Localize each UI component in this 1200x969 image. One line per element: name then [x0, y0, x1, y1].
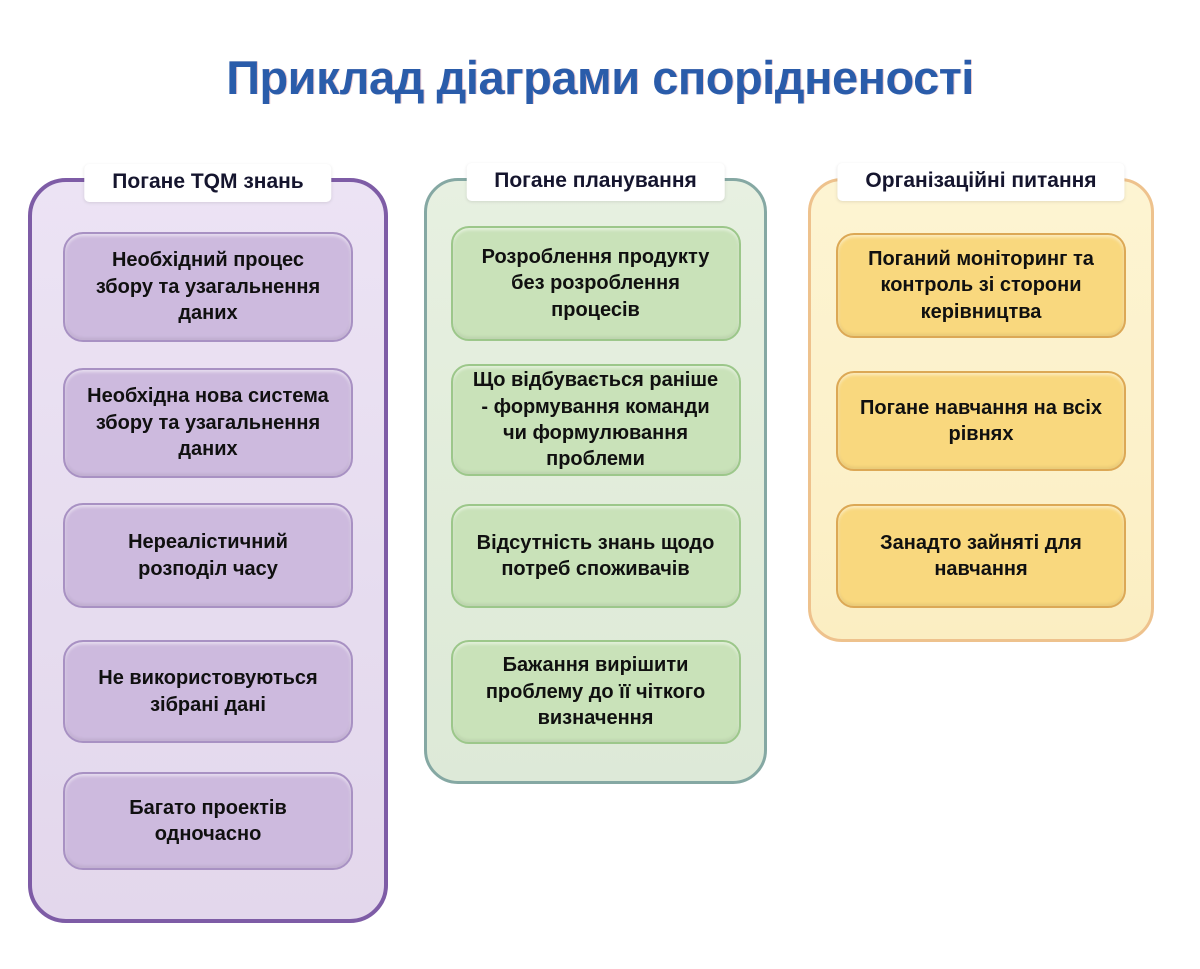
affinity-card: Занадто зайняті для навчання — [836, 504, 1126, 608]
card-label: Погане навчання на всіх рівнях — [859, 396, 1103, 445]
card-label: Не використовуються зібрані дані — [98, 667, 318, 716]
card-label: Нереалістичний розподіл часу — [128, 531, 288, 580]
affinity-card: Необхідний процес збору та узагальнення … — [63, 232, 353, 342]
card-list: Розроблення продукту без розроблення про… — [427, 226, 764, 744]
group-header-tab: Організаційні питання — [837, 163, 1125, 201]
card-list: Необхідний процес збору та узагальнення … — [32, 232, 384, 870]
affinity-card: Відсутність знань щодо потреб споживачів — [450, 504, 741, 608]
affinity-card: Необхідна нова система збору та узагальн… — [63, 368, 353, 478]
card-list: Поганий моніторинг та контроль зі сторон… — [811, 233, 1151, 608]
affinity-card: Багато проектів одночасно — [63, 772, 353, 870]
group-header-label: Погане планування — [494, 169, 697, 192]
card-label: Бажання вирішити проблему до її чіткого … — [485, 654, 706, 730]
group-header-tab: Погане TQM знань — [84, 164, 332, 202]
diagram-title: Приклад діаграми спорідненості — [226, 51, 974, 104]
card-label: Розроблення продукту без розроблення про… — [481, 245, 710, 321]
group-header-label: Погане TQM знань — [112, 170, 304, 193]
card-label: Поганий моніторинг та контроль зі сторон… — [868, 247, 1094, 323]
affinity-card: Поганий моніторинг та контроль зі сторон… — [836, 233, 1126, 338]
group-header-tab: Погане планування — [466, 163, 725, 201]
card-label: Що відбувається раніше - формування кома… — [472, 369, 719, 471]
affinity-card: Не використовуються зібрані дані — [63, 640, 353, 743]
card-label: Необхідний процес збору та узагальнення … — [95, 249, 321, 325]
card-label: Відсутність знань щодо потреб споживачів — [476, 531, 715, 580]
card-label: Занадто зайняті для навчання — [880, 531, 1082, 580]
card-label: Багато проектів одночасно — [129, 796, 287, 845]
affinity-card: Що відбувається раніше - формування кома… — [450, 364, 741, 476]
affinity-card: Нереалістичний розподіл часу — [63, 503, 353, 608]
affinity-card: Розроблення продукту без розроблення про… — [450, 226, 741, 341]
affinity-card: Бажання вирішити проблему до її чіткого … — [450, 640, 741, 744]
affinity-group-organizational-issues: Організаційні питання Поганий моніторинг… — [808, 163, 1154, 642]
affinity-group-poor-planning: Погане планування Розроблення продукту б… — [424, 163, 767, 784]
card-label: Необхідна нова система збору та узагальн… — [87, 385, 329, 461]
affinity-group-tqm-knowledge: Погане TQM знань Необхідний процес збору… — [28, 164, 388, 923]
affinity-card: Погане навчання на всіх рівнях — [836, 371, 1126, 471]
group-header-label: Організаційні питання — [865, 169, 1097, 192]
